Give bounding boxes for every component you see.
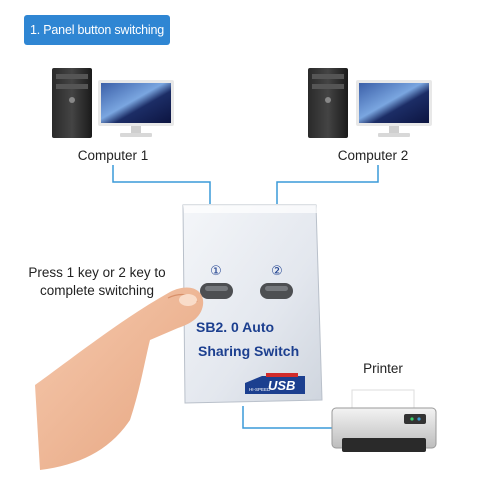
instruction-line-1: Press 1 key or 2 key to xyxy=(28,265,166,280)
printer-label: Printer xyxy=(363,361,403,376)
cable-computer-2 xyxy=(276,165,379,204)
key-2-label: ② xyxy=(271,264,283,279)
cable-printer xyxy=(242,406,336,429)
section-title-badge: 1. Panel button switching xyxy=(24,15,170,45)
instruction-line-2: complete switching xyxy=(39,283,155,298)
device-text-line2: Sharing Switch xyxy=(198,343,299,359)
hand-illustration xyxy=(35,287,204,470)
usb-logo-text: USB xyxy=(268,378,295,393)
computer-1-label: Computer 1 xyxy=(77,148,149,163)
connection-cables xyxy=(112,165,379,429)
usb-logo xyxy=(245,376,305,394)
printer-illustration xyxy=(331,389,437,452)
computer-2-illustration xyxy=(308,68,432,138)
cable-computer-1 xyxy=(112,165,211,204)
usb-sharing-switch xyxy=(182,204,323,404)
usb-logo-subtext: HI-SPEED xyxy=(249,387,271,392)
computer-2-label: Computer 2 xyxy=(337,148,409,163)
device-text-line1: SB2. 0 Auto xyxy=(196,319,274,335)
computer-1-illustration xyxy=(52,68,174,138)
key-1-label: ① xyxy=(210,264,222,279)
